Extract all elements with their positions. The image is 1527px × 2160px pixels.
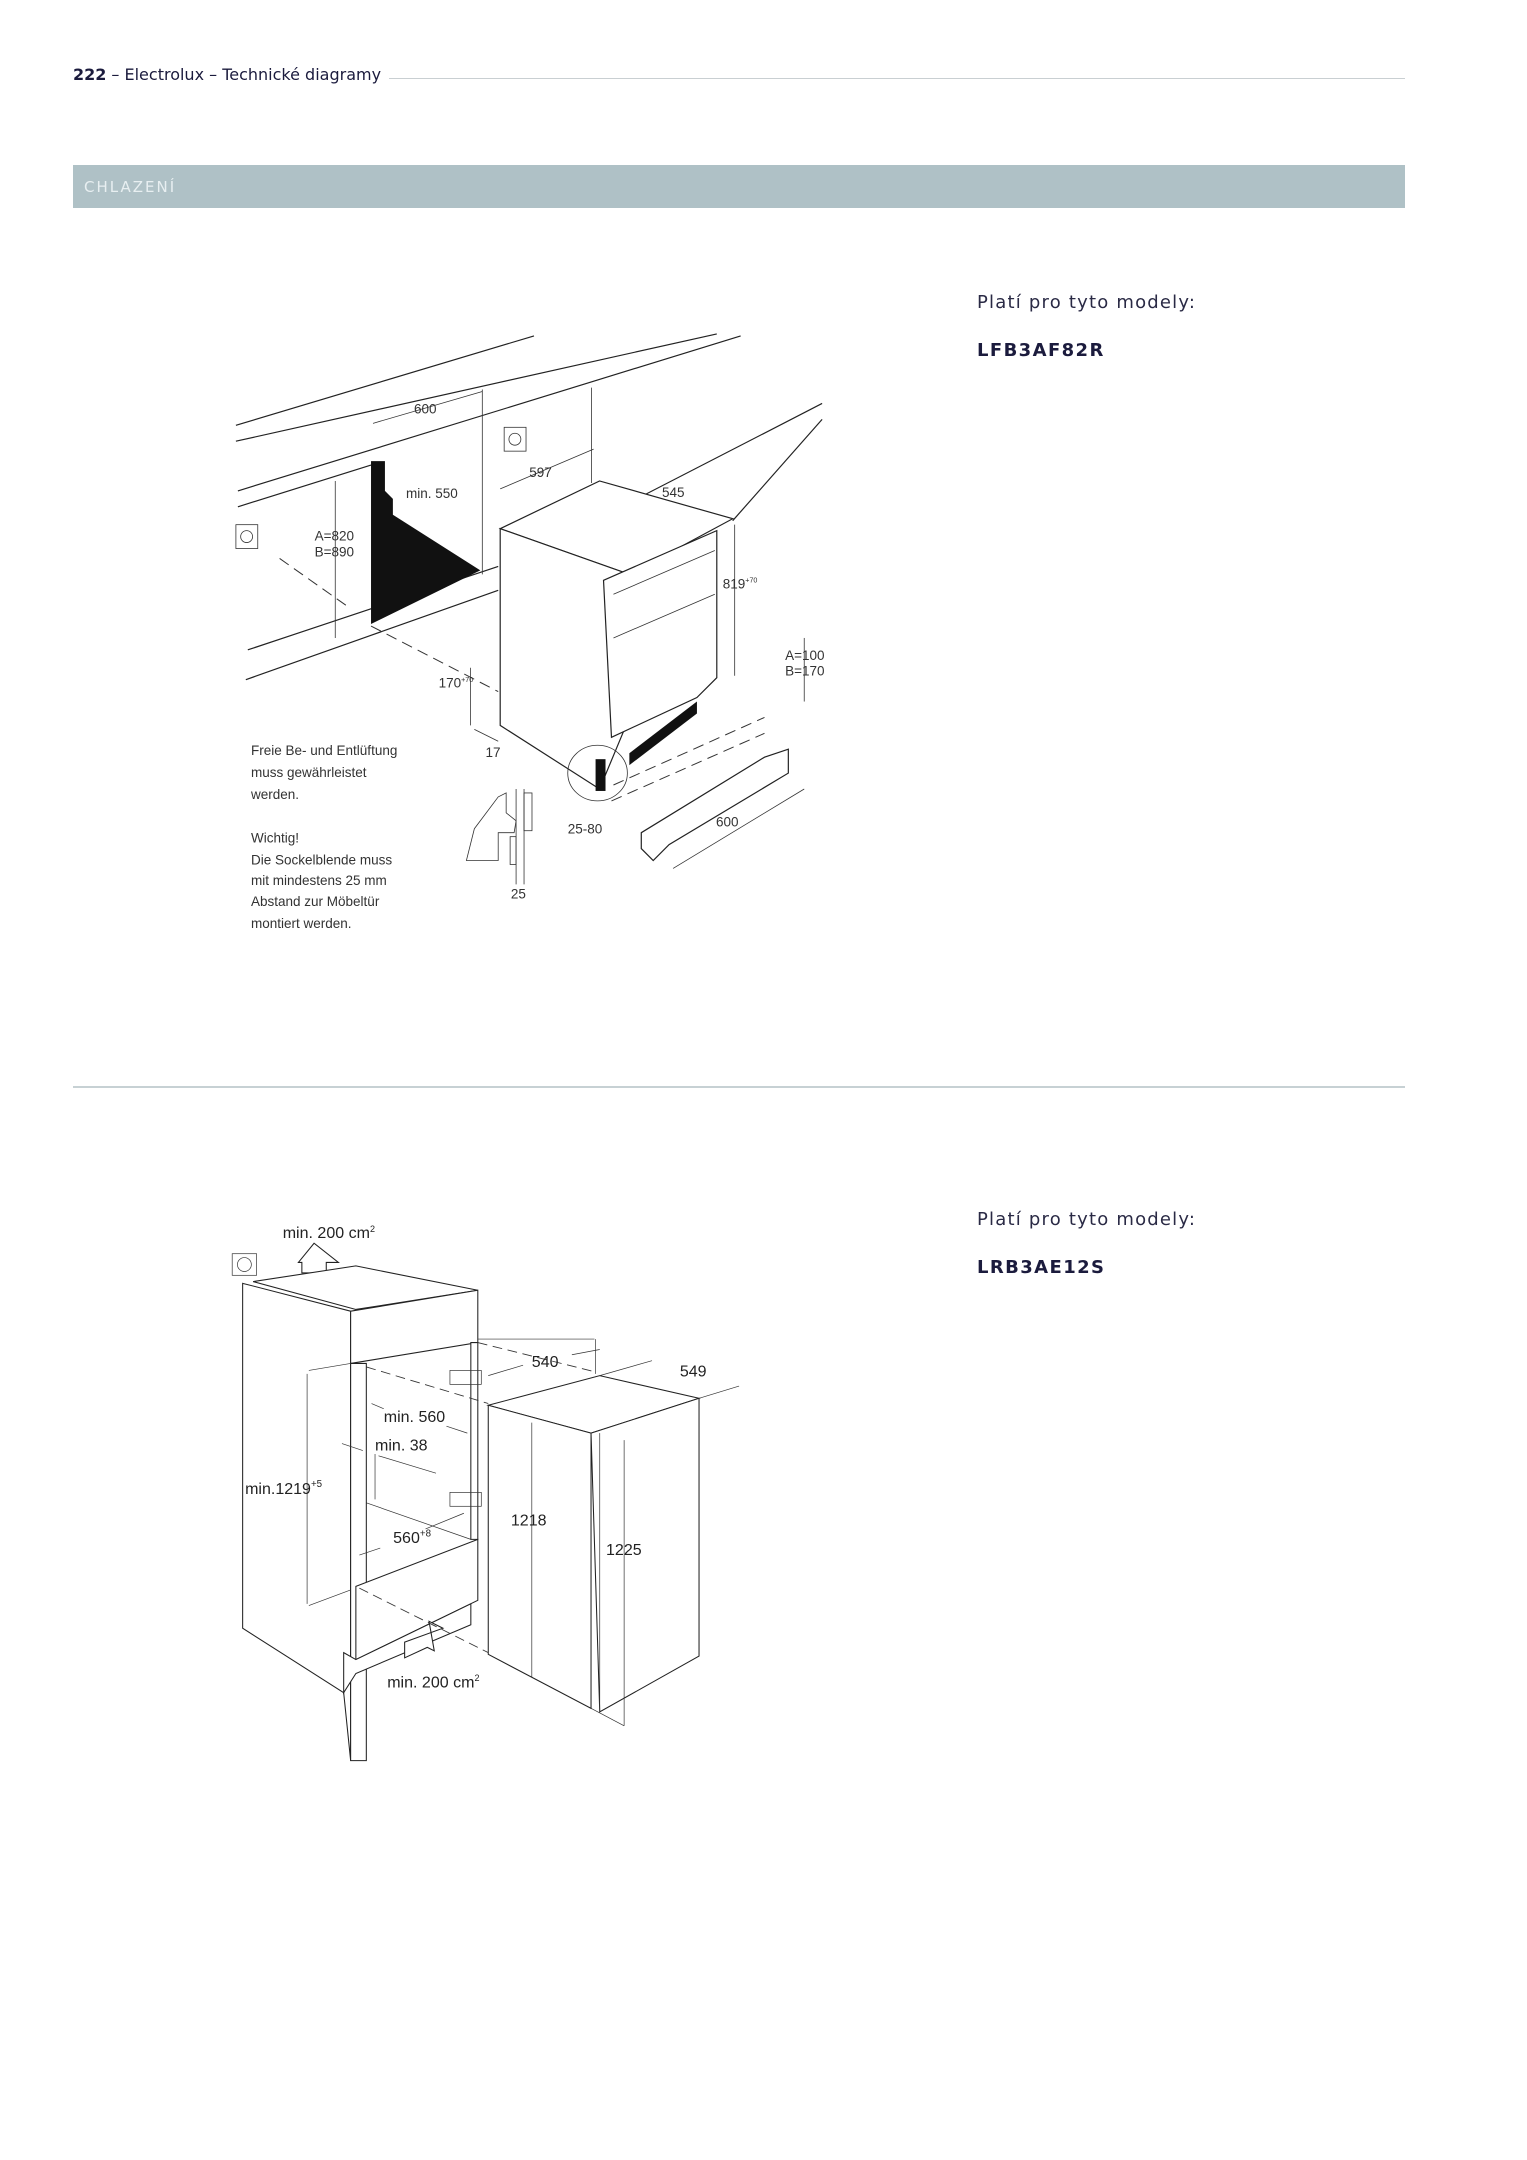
dim-25: 25 — [511, 886, 526, 901]
note-line: Abstand zur Möbeltür — [251, 894, 380, 909]
page-number: 222 — [73, 64, 107, 84]
dim-b170: B=170 — [785, 664, 824, 679]
applies-label: Platí pro tyto modely: — [977, 292, 1197, 313]
model-number: LFB3AF82R — [977, 340, 1105, 361]
dim-545: 545 — [662, 485, 685, 500]
note-line: montiert werden. — [251, 916, 352, 931]
dim-min-1219: min.1219+5 — [245, 1479, 323, 1498]
dim-min-550: min. 550 — [406, 486, 458, 501]
vent-bottom-label: min. 200 cm2 — [387, 1673, 479, 1691]
socket-icon — [231, 1253, 257, 1276]
important-note: Wichtig! Die Sockelblende muss mit minde… — [251, 831, 392, 931]
vent-arrow-up-icon — [297, 1242, 340, 1274]
niche-opening — [371, 461, 481, 625]
dim-560: 560+8 — [393, 1529, 431, 1547]
dim-min-560: min. 560 — [384, 1408, 446, 1426]
dim-min-38: min. 38 — [375, 1437, 428, 1455]
dim-25-80: 25-80 — [568, 821, 603, 836]
appliance — [498, 480, 735, 791]
applies-label: Platí pro tyto modely: — [977, 1209, 1197, 1230]
dim-540: 540 — [532, 1353, 559, 1371]
dim-b890: B=890 — [315, 544, 354, 559]
dim-1218: 1218 — [511, 1511, 547, 1529]
detail-plinth-gap — [465, 788, 533, 885]
section-divider — [73, 1086, 1405, 1088]
dim-17: 17 — [485, 745, 500, 760]
kitchen-lines — [235, 333, 823, 681]
appliance — [486, 1375, 702, 1713]
dim-819: 819+70 — [723, 576, 758, 591]
installation-diagram-lrb3ae12s: min. 200 cm2 540 549 min. 560 min. 38 mi… — [231, 1224, 740, 1762]
dim-a820: A=820 — [315, 529, 354, 544]
ventilation-note: Freie Be- und Entlüftung muss gewährleis… — [250, 743, 397, 802]
note-line: Die Sockelblende muss — [251, 852, 392, 867]
dimension-lines — [306, 1338, 740, 1727]
installation-diagram-lfb3af82r: 600 min. 550 597 545 A=820 B=890 819+70 … — [235, 333, 825, 931]
dim-a100: A=100 — [785, 648, 824, 663]
dim-1225: 1225 — [606, 1541, 642, 1559]
dim-600: 600 — [414, 401, 437, 416]
note-line: Freie Be- und Entlüftung — [251, 743, 397, 758]
header-title: – Electrolux – Technické diagramy — [111, 64, 382, 84]
model-number: LRB3AE12S — [977, 1257, 1106, 1278]
vent-arrow-in-icon — [404, 1620, 445, 1659]
note-line: werden. — [250, 787, 299, 802]
note-line: Wichtig! — [251, 831, 299, 846]
dim-549: 549 — [680, 1363, 707, 1381]
header-rule — [389, 77, 1405, 79]
vent-top-label: min. 200 cm2 — [283, 1224, 375, 1242]
socket-icon — [235, 524, 259, 549]
section-banner: CHLAZENÍ — [73, 165, 1405, 208]
socket-icon — [503, 426, 527, 452]
dim-597: 597 — [529, 465, 552, 480]
plinth — [611, 716, 789, 862]
note-line: mit mindestens 25 mm — [251, 873, 387, 888]
dim-plinth-600: 600 — [716, 815, 739, 830]
note-line: muss gewährleistet — [251, 765, 367, 780]
dim-170: 170+70 — [439, 676, 474, 691]
section-title: CHLAZENÍ — [84, 178, 177, 196]
page-header: 222 – Electrolux – Technické diagramy — [73, 62, 1405, 86]
dimension-lines — [279, 387, 805, 869]
